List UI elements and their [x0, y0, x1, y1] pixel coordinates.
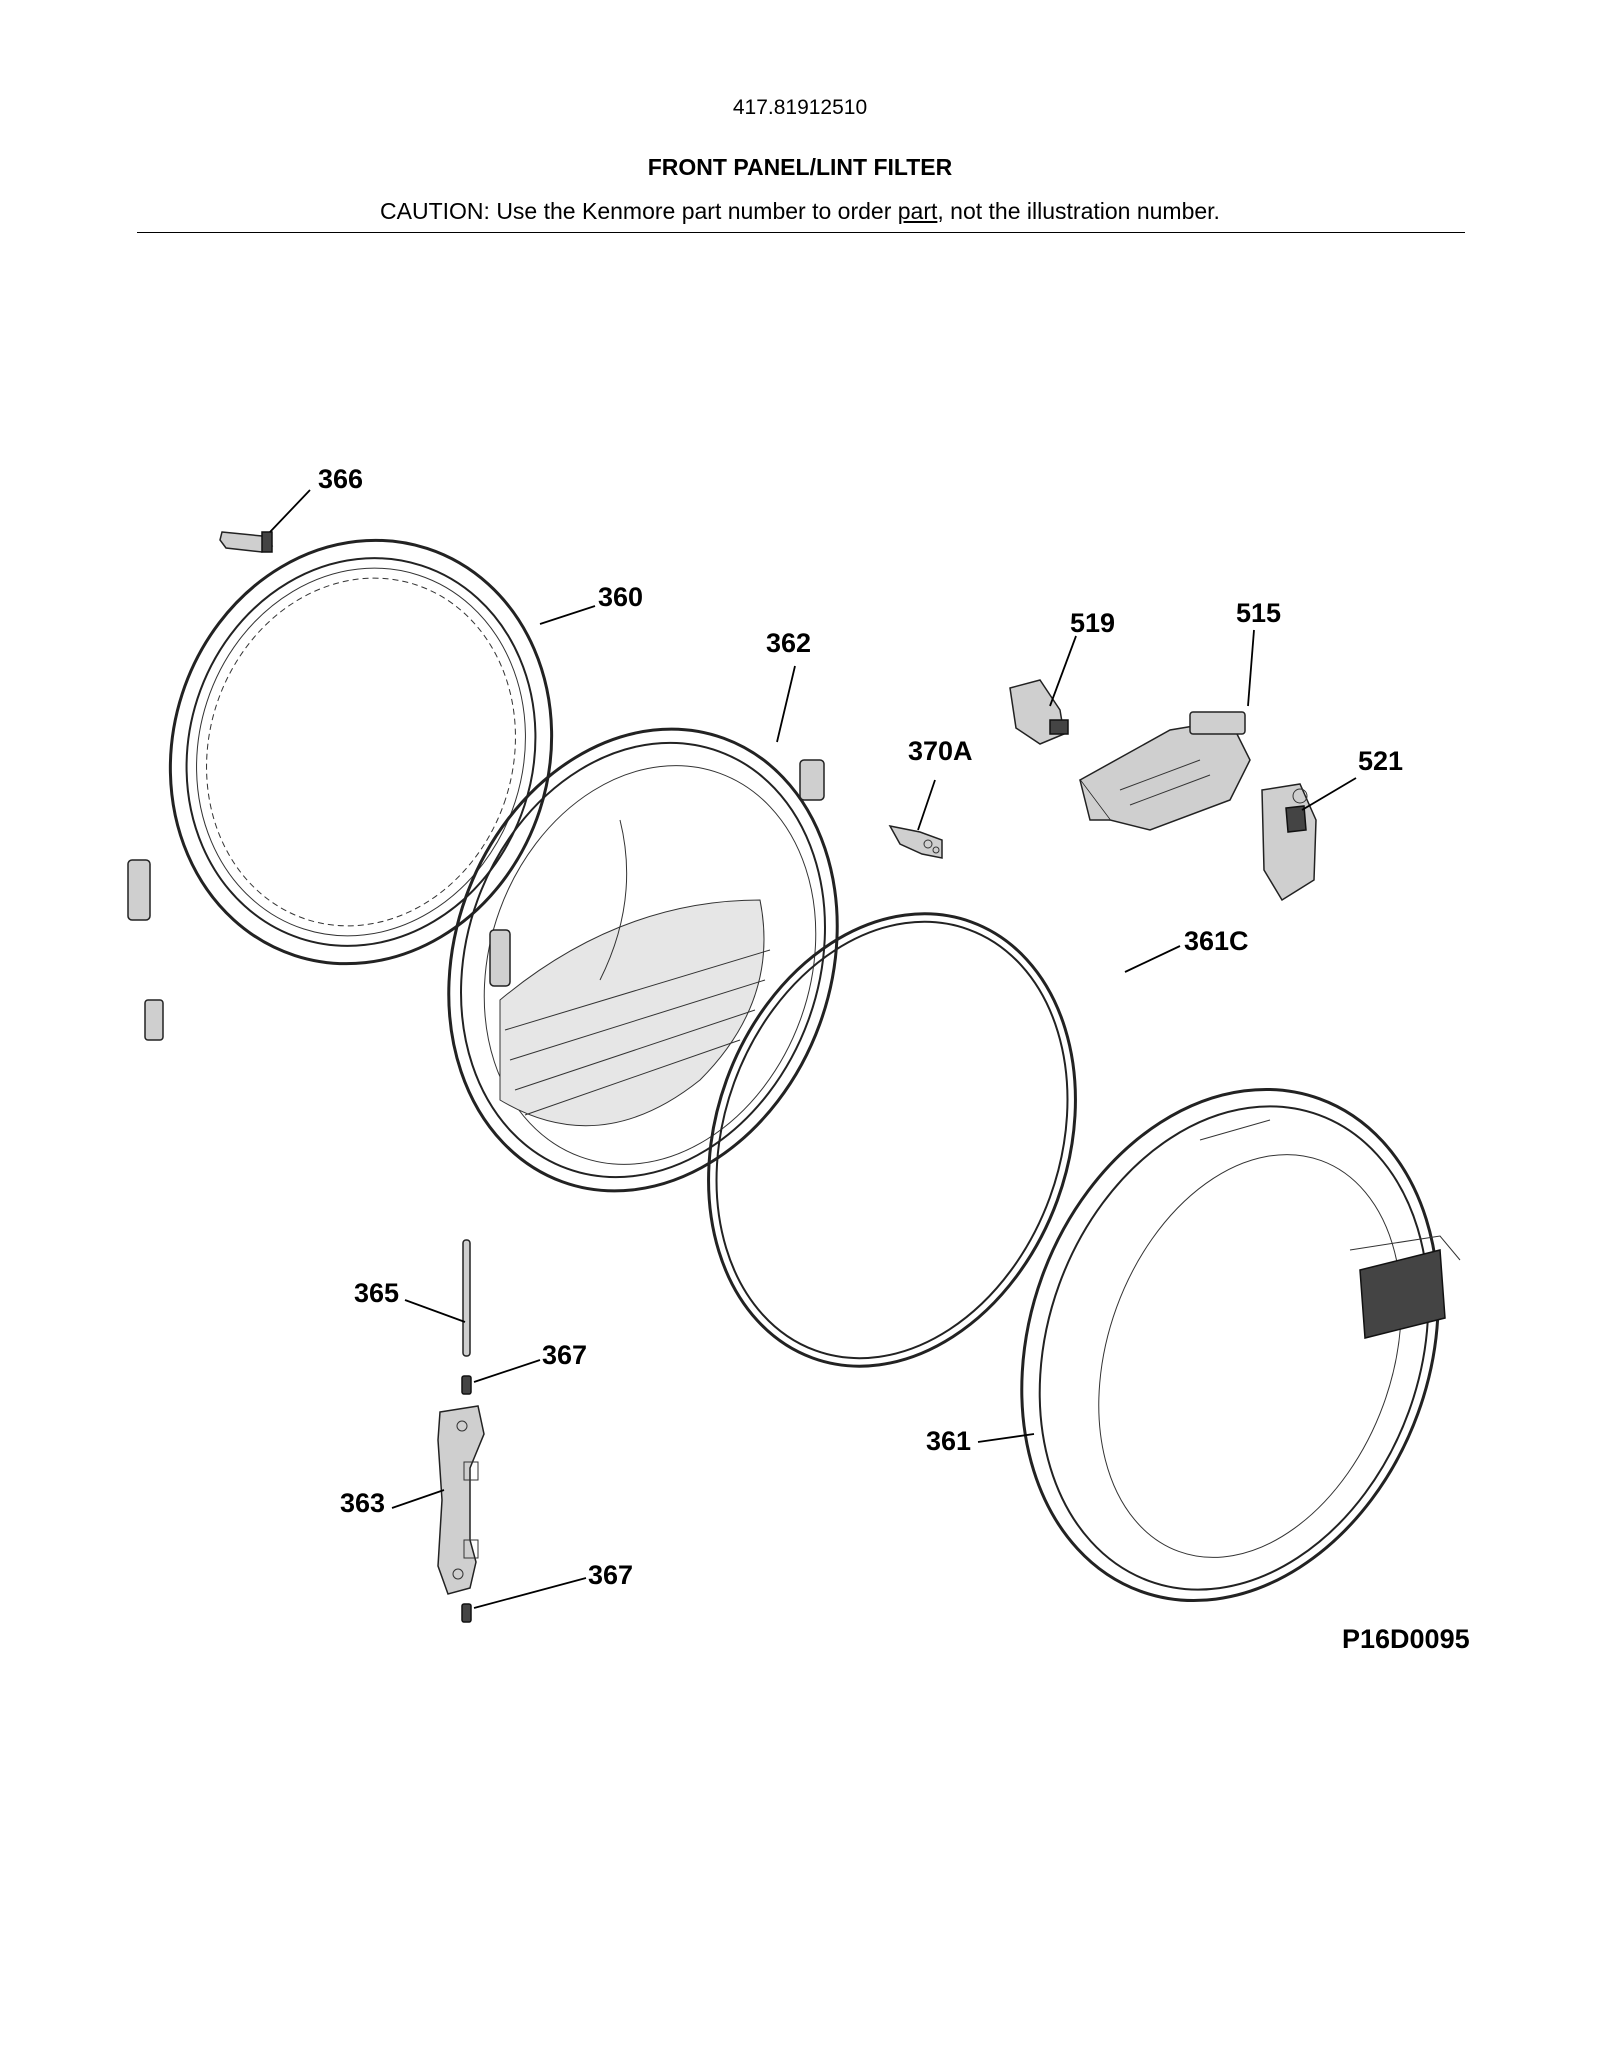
leader-365 — [404, 1299, 466, 1323]
callout-365: 365 — [354, 1278, 399, 1308]
leader-519 — [1049, 635, 1077, 707]
callout-366: 366 — [318, 464, 363, 494]
callout-360: 360 — [598, 582, 643, 612]
model-number: 417.81912510 — [732, 96, 868, 119]
diagram-id: P16D0095 — [1342, 1624, 1470, 1654]
part-362-filter-housing — [447, 727, 839, 1193]
caution-note: CAUTION: Use the Kenmore part number to … — [0, 198, 1600, 225]
callout-521: 521 — [1358, 746, 1403, 776]
part-363-hinge — [437, 1405, 485, 1595]
part-360-inner-ring — [127, 538, 554, 1041]
part-370A-bracket — [888, 824, 943, 859]
part-519-sensor — [1009, 679, 1069, 745]
leader-515 — [1247, 629, 1255, 707]
leader-366 — [269, 489, 311, 533]
callout-370A: 370A — [908, 736, 973, 766]
callout-361C: 361C — [1184, 926, 1249, 956]
callout-363: 363 — [340, 1488, 385, 1518]
leader-361 — [977, 1433, 1035, 1443]
page-title: FRONT PANEL/LINT FILTER — [647, 154, 953, 180]
leader-363 — [391, 1489, 445, 1509]
leader-lines — [269, 489, 1357, 1609]
part-361-door — [1020, 1087, 1461, 1603]
leader-367-lower — [473, 1577, 587, 1609]
callout-361: 361 — [926, 1426, 971, 1456]
callout-367-upper: 367 — [542, 1340, 587, 1370]
callout-519: 519 — [1070, 608, 1115, 638]
part-521-latch — [1261, 783, 1317, 902]
leader-521 — [1301, 777, 1357, 811]
leader-361C — [1124, 945, 1181, 973]
header-divider — [137, 232, 1465, 233]
caution-suffix: , not the illustration number. — [937, 198, 1220, 224]
leader-370A — [917, 779, 936, 831]
part-367-screw-upper — [461, 1375, 472, 1395]
part-366-clip — [219, 531, 274, 553]
part-367-screw-lower — [461, 1603, 472, 1623]
callout-362: 362 — [766, 628, 811, 658]
leader-362 — [776, 665, 796, 743]
leader-360 — [539, 605, 596, 625]
part-361C-gasket — [707, 912, 1077, 1368]
callout-labels: 366 360 362 519 515 370A 521 361C 365 36… — [318, 464, 1403, 1590]
caution-prefix: CAUTION: Use the Kenmore part number to … — [380, 198, 898, 224]
part-515-switch-assembly — [1078, 711, 1251, 831]
caution-underlined-word: part — [897, 198, 938, 224]
part-365-pin — [462, 1239, 471, 1357]
callout-515: 515 — [1236, 598, 1281, 628]
leader-367-upper — [473, 1359, 541, 1383]
callout-367-lower: 367 — [588, 1560, 633, 1590]
